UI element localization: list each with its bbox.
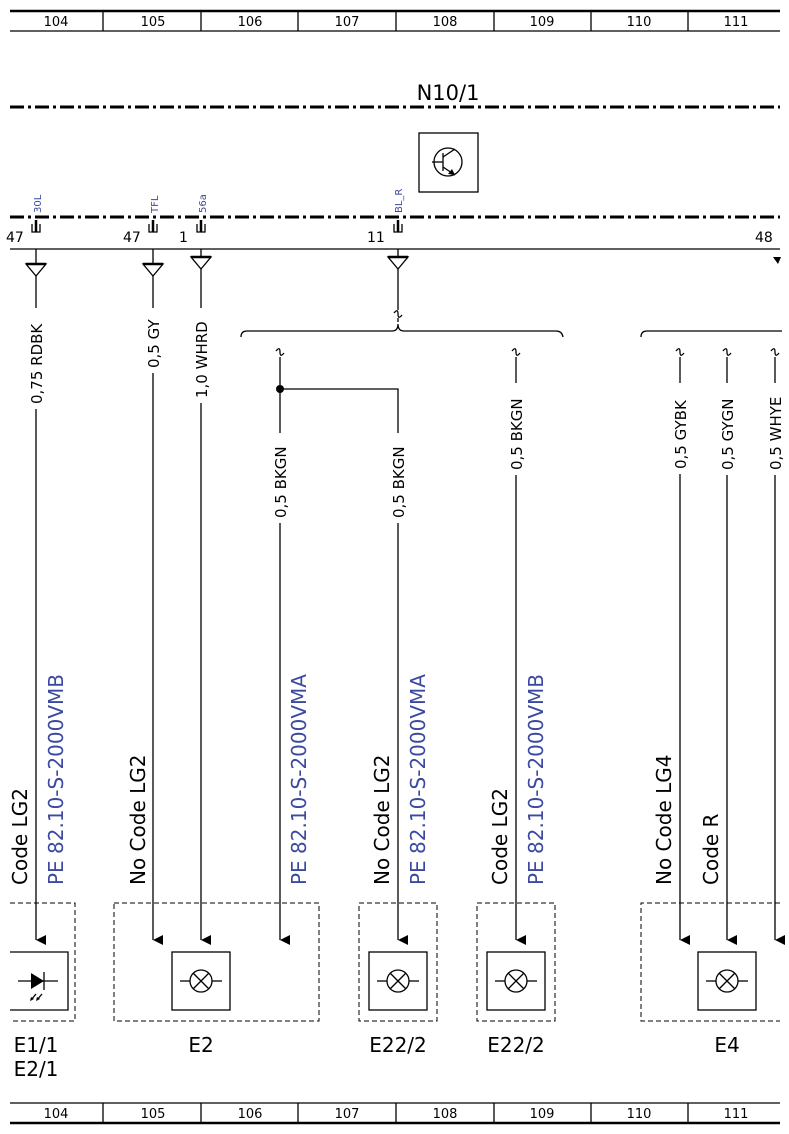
grid-col-top: 106 (238, 15, 263, 30)
wire-break-icon (511, 348, 521, 356)
wire-label: 0,5 WHYE (767, 397, 785, 470)
code-label: Code LG2 (488, 788, 512, 885)
pin-name: 56a (198, 194, 209, 213)
grid-col-bottom: 110 (627, 1107, 652, 1122)
component-e22-2 (358, 902, 438, 1022)
pin-socket-icon (196, 220, 206, 233)
grid-col-top: 107 (335, 15, 360, 30)
grid-col-top: 110 (627, 15, 652, 30)
wire-label: 0,5 BKGN (272, 446, 290, 518)
component-label: E2/1 (14, 1057, 59, 1081)
component-label: E22/2 (487, 1033, 545, 1057)
grid-col-bottom: 111 (724, 1107, 749, 1122)
component-e2 (113, 902, 320, 1022)
grid-col-bottom: 105 (141, 1107, 166, 1122)
connector-triangle-icon (386, 249, 410, 271)
component-e1-1 (10, 902, 76, 1022)
code-label: No Code LG2 (370, 755, 394, 885)
component-e4 (640, 902, 780, 1022)
wire-label: 0,5 GYBK (672, 399, 690, 469)
connector-triangle-icon (141, 249, 165, 278)
lamp-icon (377, 969, 419, 993)
lamp-icon (180, 969, 222, 993)
grid-col-top: 111 (724, 15, 749, 30)
code-label: Code LG2 (8, 788, 32, 885)
grid-col-bottom: 104 (44, 1107, 69, 1122)
bottom-grid-ruler: 104 105 106 107 108 109 110 111 (10, 1102, 780, 1125)
pe-reference-link[interactable]: PE 82.10-S-2000VMA (406, 674, 430, 885)
component-label: E2 (188, 1033, 213, 1057)
pin-number: 47 (123, 230, 141, 246)
wire-label: 0,5 BKGN (390, 446, 408, 518)
wire-break-icon (393, 310, 403, 318)
connector-triangle-icon (773, 257, 781, 264)
component-label: E22/2 (369, 1033, 427, 1057)
pin-socket-icon (393, 220, 403, 233)
pin-socket-icon (31, 220, 41, 233)
pe-reference-link[interactable]: PE 82.10-S-2000VMB (524, 674, 548, 885)
component-label: E1/1 (14, 1033, 59, 1057)
component-e22-2 (476, 902, 556, 1022)
wire-break-icon (722, 348, 732, 356)
pin-name: BL_R (394, 189, 405, 213)
lamp-icon (495, 969, 537, 993)
wire-label: 0,5 BKGN (508, 398, 526, 470)
pin-name: 30L (33, 194, 44, 213)
grid-col-bottom: 106 (238, 1107, 263, 1122)
code-label: No Code LG2 (126, 755, 150, 885)
wire-label: 0,75 RDBK (28, 323, 46, 404)
grid-col-top: 104 (44, 15, 69, 30)
top-grid-ruler: 104 105 106 107 108 109 110 111 (10, 9, 780, 32)
wire-label: 0,5 GYGN (719, 398, 737, 470)
pin-number: 1 (179, 230, 188, 246)
wire-break-icon (770, 348, 780, 356)
led-icon (18, 972, 58, 1001)
pin-number: 11 (367, 230, 385, 246)
transistor-icon (418, 132, 479, 193)
pin-number: 48 (755, 230, 773, 246)
grid-col-top: 105 (141, 15, 166, 30)
pe-reference-link[interactable]: PE 82.10-S-2000VMA (287, 674, 311, 885)
code-label: Code R (699, 813, 723, 885)
module-title: N10/1 (417, 81, 480, 105)
wire-break-icon (675, 348, 685, 356)
wire-label: 1,0 WHRD (193, 321, 211, 398)
grid-col-bottom: 109 (530, 1107, 555, 1122)
bundle-brace (240, 323, 564, 338)
connector-triangle-icon (189, 249, 213, 271)
component-label: E4 (714, 1033, 739, 1057)
wire-label: 0,5 GY (145, 319, 163, 368)
grid-col-top: 108 (433, 15, 458, 30)
grid-col-bottom: 108 (433, 1107, 458, 1122)
pin-name: TFL (150, 195, 161, 214)
pin-socket-icon (148, 220, 158, 233)
lamp-icon (706, 969, 748, 993)
pin-number: 47 (6, 230, 24, 246)
bundle-brace (640, 330, 782, 338)
grid-col-bottom: 107 (335, 1107, 360, 1122)
code-label: No Code LG4 (652, 755, 676, 885)
grid-col-top: 109 (530, 15, 555, 30)
wire-break-icon (275, 348, 285, 356)
connector-triangle-icon (24, 249, 48, 278)
pe-reference-link[interactable]: PE 82.10-S-2000VMB (44, 674, 68, 885)
